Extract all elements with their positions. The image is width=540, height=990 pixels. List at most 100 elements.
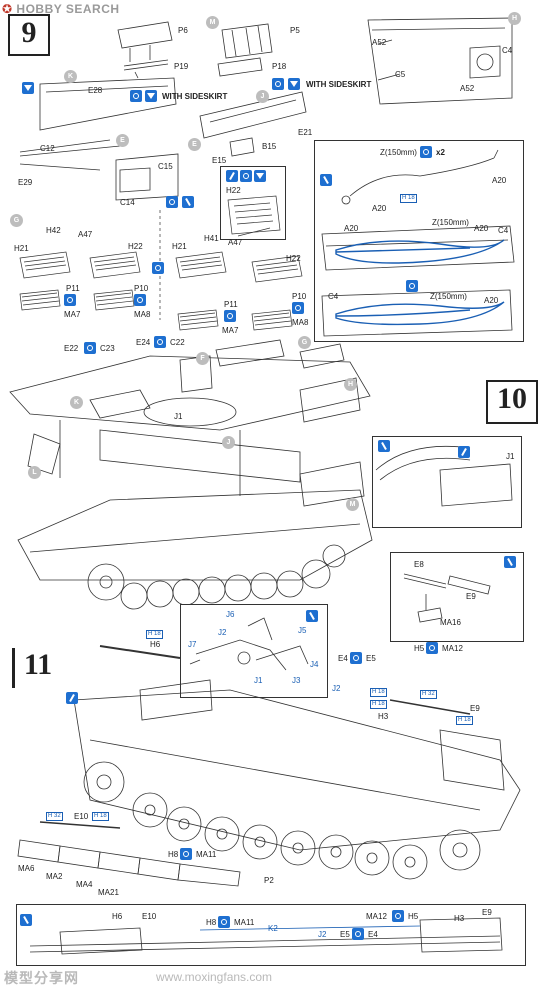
label-ma12: MA12 — [442, 644, 463, 653]
label-a52-bottom: A52 — [460, 84, 475, 93]
brush-icon — [306, 610, 318, 622]
label-e22: E22 — [64, 344, 79, 353]
label-e8: E8 — [414, 560, 424, 569]
file-icon — [458, 446, 470, 458]
label-bottom-h8: H8 — [206, 918, 217, 927]
label-c23: C23 — [100, 344, 115, 353]
cut-icon — [288, 78, 300, 90]
part-group-e-marker: E — [116, 134, 129, 147]
label-ma21: MA21 — [98, 888, 119, 897]
glue-icon — [350, 652, 362, 664]
label-ma2: MA2 — [46, 872, 63, 881]
glue-icon — [272, 78, 284, 90]
part-group-h2-marker: H — [344, 378, 357, 391]
j1-detail-inset — [372, 436, 522, 528]
label-bottom-e10: E10 — [142, 912, 157, 921]
glue-icon — [224, 310, 236, 322]
file-icon — [66, 692, 78, 704]
glue-icon — [240, 170, 252, 182]
label-ma7-left: MA7 — [64, 310, 81, 319]
label-bottom-e5: E5 — [340, 930, 350, 939]
label-j6: J6 — [226, 610, 235, 619]
glue-icon — [292, 302, 304, 314]
label-e21: E21 — [298, 128, 313, 137]
paint-code-h3: H 18 — [370, 688, 387, 697]
label-ma8-left: MA8 — [134, 310, 151, 319]
part-group-m2-marker: M — [346, 498, 359, 511]
label-j1-detail: J1 — [254, 676, 263, 685]
part-group-e2-marker: E — [188, 138, 201, 151]
label-h3: H3 — [378, 712, 389, 721]
label-ma6: MA6 — [18, 864, 35, 873]
glue-icon — [152, 262, 164, 274]
label-p2: P2 — [264, 876, 274, 885]
label-p10-left: P10 — [134, 284, 149, 293]
label-c4-rail1: C4 — [498, 226, 509, 235]
part-group-j2-marker: J — [222, 436, 235, 449]
glue-icon — [426, 642, 438, 654]
brush-icon — [182, 196, 194, 208]
label-a20-rail2: A20 — [484, 296, 499, 305]
part-group-k-marker: K — [64, 70, 77, 83]
label-h8: H8 — [168, 850, 179, 859]
label-h41: H41 — [204, 234, 219, 243]
label-j3: J3 — [292, 676, 301, 685]
paint-code-h8: H 18 — [92, 812, 109, 821]
brush-icon — [378, 440, 390, 452]
glue-icon — [406, 280, 418, 292]
cut-icon — [145, 90, 157, 102]
label-bottom-ma12: MA12 — [366, 912, 387, 921]
cut-icon — [254, 170, 266, 182]
label-a20-right: A20 — [492, 176, 507, 185]
label-e5: E5 — [366, 654, 376, 663]
label-ma11: MA11 — [196, 850, 217, 859]
label-j4: J4 — [310, 660, 319, 669]
label-e4: E4 — [338, 654, 348, 663]
bottom-side-view-inset — [16, 904, 526, 966]
part-group-l-marker: L — [28, 466, 41, 479]
label-bottom-j2: J2 — [318, 930, 327, 939]
step-11-number: 11 — [12, 648, 61, 688]
glue-icon — [392, 910, 404, 922]
label-p18: P18 — [272, 62, 287, 71]
paint-code-h6: H 18 — [456, 716, 473, 725]
label-ma8-right: MA8 — [292, 318, 309, 327]
part-group-f-marker: F — [196, 352, 209, 365]
watermark-url: www.moxingfans.com — [156, 970, 273, 984]
glue-icon — [180, 848, 192, 860]
label-z150-top: Z(150mm) — [380, 148, 417, 157]
label-e10: E10 — [74, 812, 89, 821]
part-group-m-marker: M — [206, 16, 219, 29]
label-h42: H42 — [46, 226, 61, 235]
label-a52-top: A52 — [372, 38, 387, 47]
label-z150-rail2: Z(150mm) — [430, 292, 467, 301]
label-h21-right: H21 — [172, 242, 187, 251]
label-bottom-ma11: MA11 — [234, 918, 255, 927]
label-c4-rail2: C4 — [328, 292, 339, 301]
glue-icon — [166, 196, 178, 208]
label-c12: C12 — [40, 144, 55, 153]
hobby-search-logo: ✪ HOBBY SEARCH — [2, 2, 120, 16]
label-c4: C4 — [502, 46, 513, 55]
label-bottom-h3: H3 — [454, 914, 465, 923]
label-bottom-h6: H6 — [112, 912, 123, 921]
label-e15: E15 — [212, 156, 227, 165]
glue-icon — [218, 916, 230, 928]
label-p10-right: P10 — [292, 292, 307, 301]
label-x2: x2 — [436, 148, 445, 157]
label-bottom-h5: H5 — [408, 912, 419, 921]
brush-icon — [320, 174, 332, 186]
label-c5: C5 — [395, 70, 406, 79]
brush-icon — [20, 914, 32, 926]
paint-code-h5: H 32 — [420, 690, 437, 699]
glue-icon — [64, 294, 76, 306]
label-j2-main: J2 — [332, 684, 341, 693]
glue-icon — [130, 90, 142, 102]
